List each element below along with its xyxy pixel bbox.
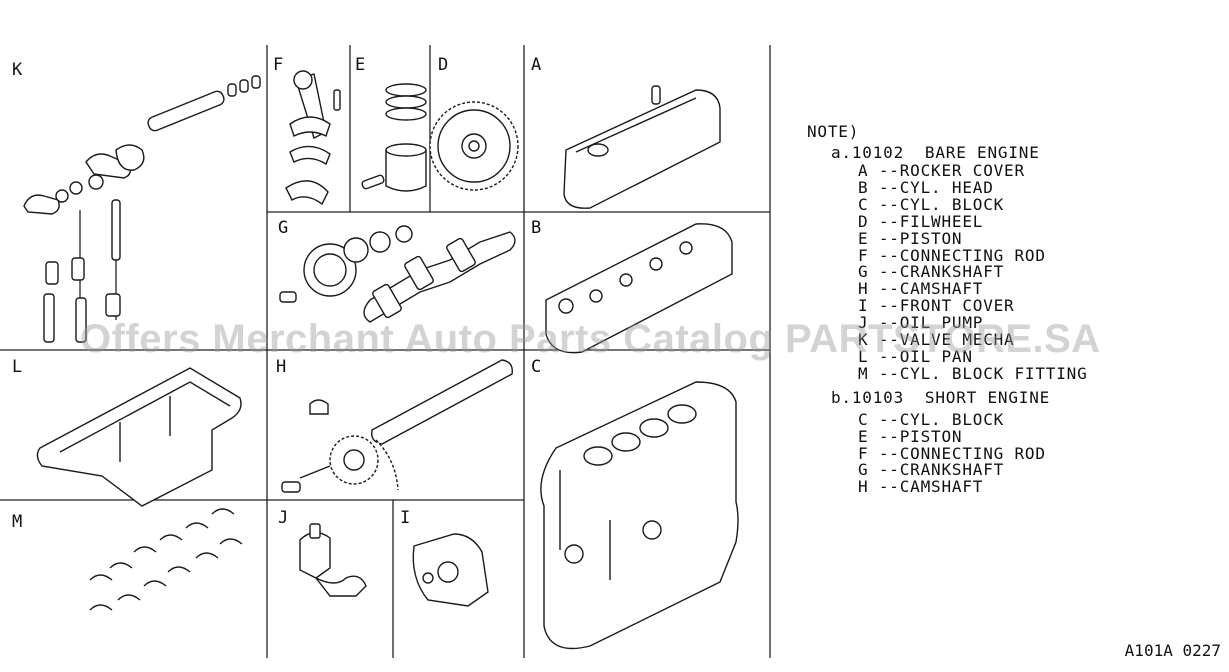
oil-pump-illustration <box>299 523 367 597</box>
panel-label-k: K <box>12 60 23 80</box>
note-group-a-item: H --CAMSHAFT <box>858 279 984 298</box>
note-group-a-item: K --VALVE MECHA <box>858 330 1015 349</box>
panel-label-a: A <box>531 55 541 75</box>
note-group-a-item: M --CYL. BLOCK FITTING <box>858 364 1088 383</box>
diagram-code: A101A 0227 <box>1124 641 1221 660</box>
note-group-a-header: a.10102 BARE ENGINE <box>831 143 1040 162</box>
panel-label-g: G <box>278 218 288 238</box>
piston-illustration <box>361 83 427 192</box>
camshaft-illustration <box>281 359 513 493</box>
oil-pan-illustration <box>36 367 242 507</box>
note-group-a-item: A --ROCKER COVER <box>858 161 1025 180</box>
flywheel-illustration <box>429 101 519 191</box>
panel-label-c: C <box>531 357 541 377</box>
cylinder-block-illustration <box>540 381 739 650</box>
note-group-b-item: F --CONNECTING ROD <box>858 444 1046 463</box>
panel-label-l: L <box>12 357 22 377</box>
note-group-a-item: D --FILWHEEL <box>858 212 984 231</box>
note-group-b-item: C --CYL. BLOCK <box>858 410 1005 429</box>
note-group-b-header: b.10103 SHORT ENGINE <box>831 388 1051 407</box>
panel-label-e: E <box>355 55 365 75</box>
cylinder-head-illustration <box>545 223 733 354</box>
note-title: NOTE) <box>807 122 860 141</box>
note-group-a-item: C --CYL. BLOCK <box>858 195 1005 214</box>
note-group-b-item: H --CAMSHAFT <box>858 477 984 496</box>
crankshaft-illustration <box>279 225 516 323</box>
valve-mechanism-illustration <box>23 75 261 343</box>
panel-label-f: F <box>273 55 283 75</box>
panel-grid <box>0 45 771 658</box>
note-group-b-item: E --PISTON <box>858 427 963 446</box>
panel-label-i: I <box>400 508 410 528</box>
bearings-illustration <box>89 508 243 611</box>
watermark: Offers Merchant Auto Parts Catalog PARTS… <box>80 317 1101 361</box>
panel-label-j: J <box>278 508 288 528</box>
note-group-a-item: F --CONNECTING ROD <box>858 246 1046 265</box>
rocker-cover-illustration <box>563 85 721 209</box>
panel-label-b: B <box>531 218 541 238</box>
note-group-b-item: G --CRANKSHAFT <box>858 460 1005 479</box>
connecting-rod-illustration <box>285 70 341 206</box>
note-group-a-item: J --OIL PUMP <box>858 313 984 332</box>
panel-label-d: D <box>438 55 448 75</box>
note-group-a-item: L --OIL PAN <box>858 347 973 366</box>
panel-label-m: M <box>12 512 22 532</box>
front-cover-illustration <box>412 533 489 607</box>
note-group-a-item: E --PISTON <box>858 229 963 248</box>
panel-label-h: H <box>276 357 286 377</box>
note-group-a-item: G --CRANKSHAFT <box>858 262 1005 281</box>
note-group-a-item: B --CYL. HEAD <box>858 178 994 197</box>
note-group-a-item: I --FRONT COVER <box>858 296 1015 315</box>
